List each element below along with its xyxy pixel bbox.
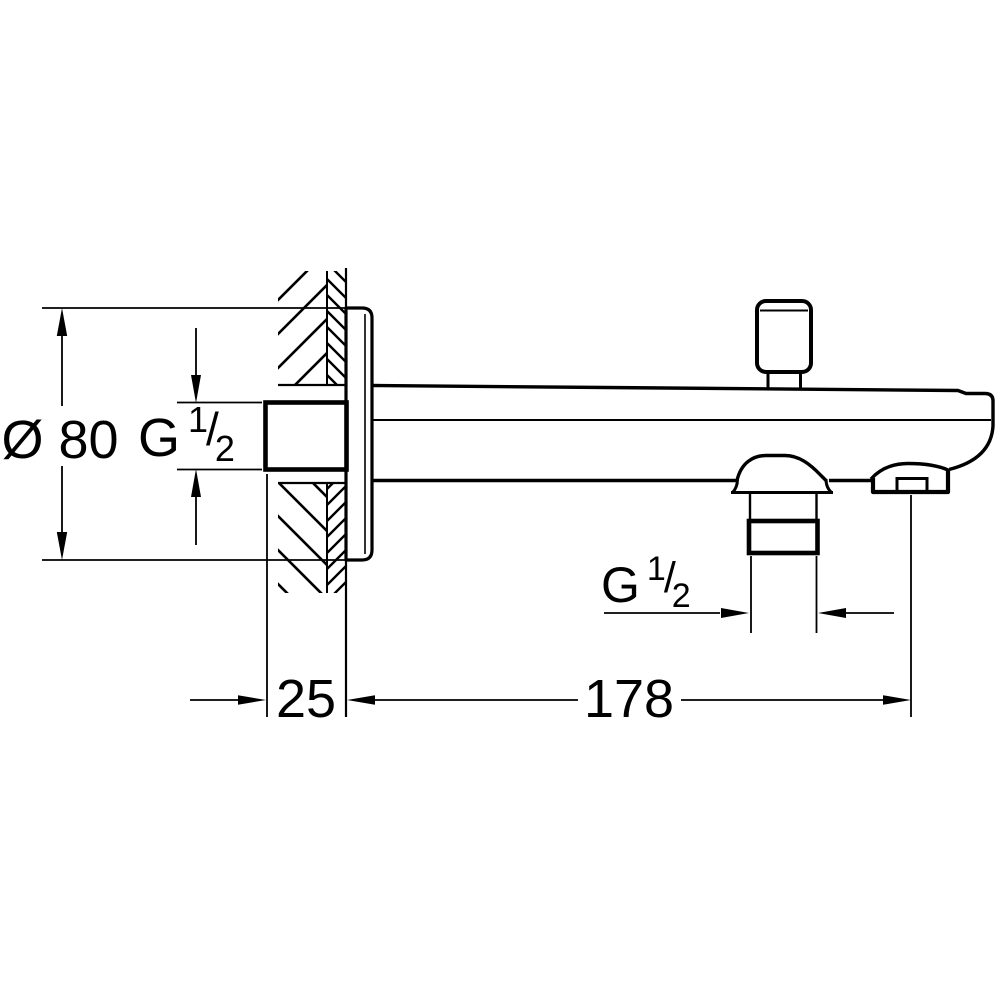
outlet-dome-flares: [731, 478, 833, 494]
outlet-dome: [735, 453, 828, 482]
spout-length-label: 178: [584, 669, 674, 729]
aerator-insert: [895, 477, 929, 491]
spout-top-and-tip-outline: [371, 383, 995, 472]
knob-stem: [766, 372, 802, 390]
outlet-collar: [748, 493, 818, 521]
arrowhead-right: [721, 608, 749, 618]
spout-aerator: [869, 461, 951, 495]
hose-outlet: [731, 453, 833, 556]
wall-plaster-hatch-upper: [327, 271, 346, 385]
arrowhead-up: [191, 469, 201, 497]
inlet-thread-slash: /: [206, 403, 219, 455]
arrowhead-left: [347, 695, 375, 705]
dim-flange-diameter: Ø 80: [1, 307, 345, 561]
ext-lines: [177, 401, 262, 471]
arrowhead-up: [56, 308, 68, 336]
dim-spout-length: 178: [347, 495, 912, 729]
outlet-thread-numerator: 1: [647, 550, 666, 588]
spout-body: [371, 383, 995, 483]
arrowhead-down: [191, 375, 201, 403]
outlet-thread-denominator: 2: [672, 577, 691, 615]
outlet-thread-block: [746, 518, 820, 556]
inlet-thread-denominator: 2: [215, 428, 235, 469]
wall-offset-label: 25: [276, 669, 336, 729]
outlet-thread-letter: G: [601, 557, 640, 613]
wall-opening-edges: [278, 383, 346, 485]
knob-outline: [755, 299, 813, 374]
inlet-connector-block: [263, 400, 349, 472]
outlet-thread-slash: /: [664, 554, 676, 602]
wall-section: [278, 268, 348, 717]
arrowhead-down: [56, 532, 68, 560]
arrowhead-right: [238, 695, 266, 705]
wall-plaster-hatch-lower: [327, 483, 346, 593]
dim-wall-offset: 25: [190, 474, 336, 729]
aerator-housing: [870, 469, 951, 495]
diverter-knob: [755, 299, 813, 390]
inlet-thread-numerator: 1: [188, 399, 208, 440]
wall-hatch-upper: [278, 271, 327, 385]
aerator-hump: [869, 461, 949, 481]
wall-hatch-lower: [278, 483, 327, 593]
ext-lines: [750, 556, 818, 633]
flange-outline: [344, 306, 374, 562]
flange-diameter-label: Ø 80: [1, 410, 118, 470]
arrowhead-right: [883, 695, 911, 705]
arrowhead-left: [818, 608, 846, 618]
wall-flange: [344, 306, 374, 562]
inlet-thread-letter: G: [138, 408, 180, 468]
